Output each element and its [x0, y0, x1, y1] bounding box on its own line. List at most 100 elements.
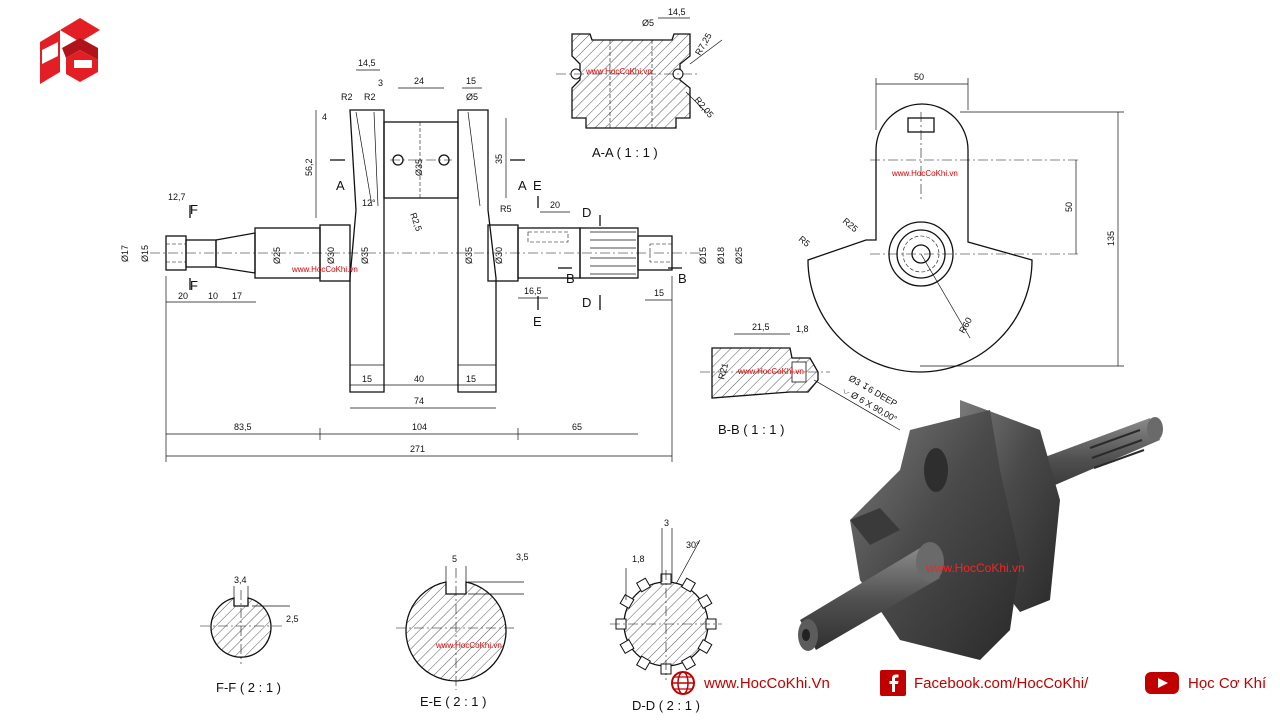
section-mark-d-bottom: D: [582, 295, 591, 310]
dim-15-top: 15: [466, 76, 476, 86]
dim-r2-a: R2: [341, 92, 353, 102]
section-ff-view: 3,4 2,5 F-F ( 2 : 1 ): [200, 575, 299, 695]
dim-angle-12: 12°: [362, 198, 376, 208]
dim-phi35-right: Ø35: [464, 247, 474, 264]
title-section-ff: F-F ( 2 : 1 ): [216, 680, 281, 695]
dim-271: 271: [410, 444, 425, 454]
dim-3: 3: [378, 78, 383, 88]
spline-tooth: [680, 577, 697, 593]
dim-16-5: 16,5: [524, 286, 542, 296]
dim-phi35-web: Ø35: [414, 159, 424, 176]
section-mark-a-left: A: [336, 178, 345, 193]
dim-ff-3-4: 3,4: [234, 575, 247, 585]
dim-65: 65: [572, 422, 582, 432]
title-section-ee: E-E ( 2 : 1 ): [420, 694, 486, 709]
section-mark-e-bottom: E: [533, 314, 542, 329]
dim-35-web: 35: [494, 154, 504, 164]
hc-logo: [40, 18, 100, 84]
spline-tooth: [680, 655, 697, 671]
spline-tooth: [635, 577, 652, 593]
spline-tooth: [697, 638, 713, 655]
crankshaft-front-view: A A B B D D E E F F www.HocCoKhi.vn 14,5…: [120, 58, 744, 462]
title-section-bb: B-B ( 1 : 1 ): [718, 422, 784, 437]
dim-17: 17: [232, 291, 242, 301]
dim-83-5: 83,5: [234, 422, 252, 432]
watermark-ee: www.HocCoKhi.vn: [435, 641, 502, 650]
dim-aa-phi5: Ø5: [642, 18, 654, 28]
dim-cw-r5: R5: [797, 234, 812, 249]
footer-youtube[interactable]: Học Cơ Khí: [1144, 668, 1266, 698]
section-mark-b-right: B: [678, 271, 687, 286]
facebook-icon: [880, 670, 906, 696]
section-mark-a-right: A: [518, 178, 527, 193]
globe-icon: [670, 670, 696, 696]
footer-youtube-label: Học Cơ Khí: [1188, 674, 1267, 692]
dim-15-web-right: 15: [466, 374, 476, 384]
dim-r5: R5: [500, 204, 512, 214]
section-mark-e-top: E: [533, 178, 542, 193]
spline-tooth: [619, 638, 635, 655]
dim-phi5-top: Ø5: [466, 92, 478, 102]
section-ee-view: 5 3,5 www.HocCoKhi.vn E-E ( 2 : 1 ): [396, 552, 529, 709]
section-mark-f-top: F: [190, 202, 198, 217]
dim-r2-5: R2,5: [408, 211, 424, 232]
dim-cw-135: 135: [1106, 231, 1116, 246]
dim-56-2: 56,2: [304, 158, 314, 176]
dim-bb-1-8: 1,8: [796, 324, 809, 334]
dim-aa-r2-05: R2,05: [692, 95, 715, 120]
dim-24: 24: [414, 76, 424, 86]
dim-15-web-left: 15: [362, 374, 372, 384]
watermark-3d: www.HocCoKhi.vn: [925, 561, 1025, 575]
section-aa-view: www.HocCoKhi.vn Ø5 14,5 R7,25 R2,05 A-A …: [556, 7, 723, 160]
footer-facebook-label: Facebook.com/HocCoKhi/: [914, 674, 1089, 692]
footer-facebook[interactable]: Facebook.com/HocCoKhi/: [880, 668, 1088, 698]
spline-tooth: [619, 593, 635, 610]
dim-15-end: 15: [654, 288, 664, 298]
dim-cw-r25: R25: [841, 216, 860, 234]
dim-bb-r21: R21: [716, 362, 730, 381]
dim-r2-b: R2: [364, 92, 376, 102]
dim-bb-21-5: 21,5: [752, 322, 770, 332]
dim-cw-50-top: 50: [914, 72, 924, 82]
dim-phi17: Ø17: [120, 245, 130, 262]
section-bb-view: www.HocCoKhi.vn 21,5 1,8 R21 Ø3 ↧6 DEEP …: [700, 322, 901, 437]
dim-dd-1-8: 1,8: [632, 554, 645, 564]
watermark-cw: www.HocCoKhi.vn: [891, 169, 958, 178]
dim-phi15-right: Ø15: [698, 247, 708, 264]
dim-phi15-left: Ø15: [140, 245, 150, 262]
dim-cw-r60: R60: [957, 316, 974, 335]
spline-tooth: [635, 655, 652, 671]
footer-website[interactable]: www.HocCoKhi.Vn: [670, 668, 830, 698]
title-section-dd: D-D ( 2 : 1 ): [632, 698, 700, 713]
section-mark-f-bottom: F: [190, 278, 198, 293]
title-section-aa: A-A ( 1 : 1 ): [592, 145, 658, 160]
watermark-main: www.HocCoKhi.vn: [291, 265, 358, 274]
dim-20-left: 20: [178, 291, 188, 301]
dim-phi35-left: Ø35: [360, 247, 370, 264]
dim-40: 40: [414, 374, 424, 384]
dim-14-5: 14,5: [358, 58, 376, 68]
dim-74: 74: [414, 396, 424, 406]
watermark-bb: www.HocCoKhi.vn: [737, 367, 804, 376]
dim-phi30-right: Ø30: [494, 247, 504, 264]
section-mark-b-left: B: [566, 271, 575, 286]
footer-web-label: www.HocCoKhi.Vn: [704, 674, 830, 692]
watermark-aa: www.HocCoKhi.vn: [585, 67, 652, 76]
dim-cw-50-v: 50: [1064, 202, 1074, 212]
dim-104: 104: [412, 422, 427, 432]
dim-aa-r7-25: R7,25: [693, 31, 714, 57]
section-mark-d-top: D: [582, 205, 591, 220]
dim-phi25-left: Ø25: [272, 247, 282, 264]
dim-4: 4: [322, 112, 327, 122]
dim-10: 10: [208, 291, 218, 301]
crankshaft-3d-render: www.HocCoKhi.vn: [798, 400, 1163, 660]
dim-phi18: Ø18: [716, 247, 726, 264]
dim-phi25-right: Ø25: [734, 247, 744, 264]
dim-ee-3-5: 3,5: [516, 552, 529, 562]
dim-ee-5: 5: [452, 554, 457, 564]
crank-web-side-view: R60 R25 R5 50 50 135 www.HocCoKhi.vn: [797, 72, 1124, 373]
dim-12-7: 12,7: [168, 192, 186, 202]
dim-ff-2-5: 2,5: [286, 614, 299, 624]
dim-aa-14-5: 14,5: [668, 7, 686, 17]
